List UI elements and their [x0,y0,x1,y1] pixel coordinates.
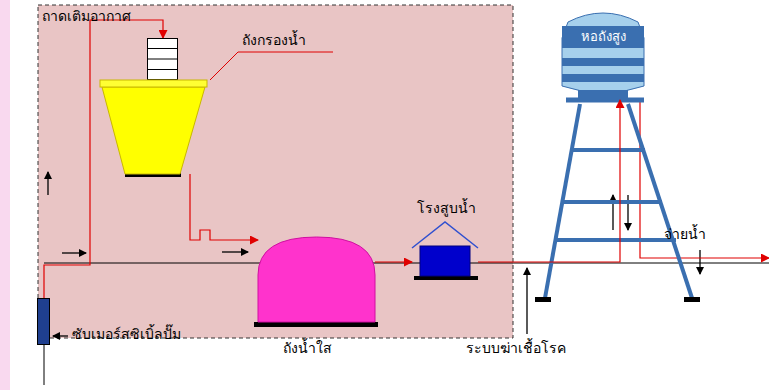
shape-outline [100,80,207,174]
shape-outline [412,222,478,276]
water-pipe [375,261,412,262]
node-label: โรงสูบน้ำ [417,200,476,217]
flow-arrow [47,172,48,195]
ground-line [44,263,769,264]
disinfection-arrow [526,268,527,334]
clear-water-tank: ถังน้ำใส [258,237,375,322]
flow-arrow [62,252,86,253]
distribution-pipe [640,100,769,258]
pump-house: โรงสูบน้ำ [412,222,478,276]
water-pipe [190,174,258,240]
distribution-label: จ่ายน้ำ [664,226,706,243]
filter-tank: ถังกรองน้ำ [100,80,207,174]
shape-outline [548,8,658,100]
tower-foot [684,297,700,302]
node-label: หอถังสูง [581,29,626,45]
aeration-tray: ถาดเติมอากาศ [147,38,178,80]
plant-area [38,5,513,338]
flow-arrow [222,251,248,252]
leader-arrow [53,335,68,336]
tower-foot [535,297,551,302]
node-label: ถาดเติมอากาศ [42,8,131,25]
flow-arrow [699,250,700,274]
shape-outline [258,237,375,322]
shape-outline [147,38,178,80]
tower-frame [545,100,692,298]
well-line [44,345,45,385]
leader-line [210,52,333,80]
pump-base [414,276,478,280]
water-pipe [478,100,620,262]
node-label: ซับเมอร์สซิเบิ้ลปั๊ม [72,326,181,343]
tank-base [254,322,378,327]
water-tower: หอถังสูง [548,8,658,100]
disinfection-label: ระบบฆ่าเชื้อโรค [466,340,566,357]
submersible-pump: ซับเมอร์สซิเบิ้ลปั๊ม [37,298,50,345]
node-label: ถังน้ำใส [283,340,332,357]
side-band [0,0,10,390]
node-label: ถังกรองน้ำ [242,32,306,49]
shape-outline [37,298,50,345]
